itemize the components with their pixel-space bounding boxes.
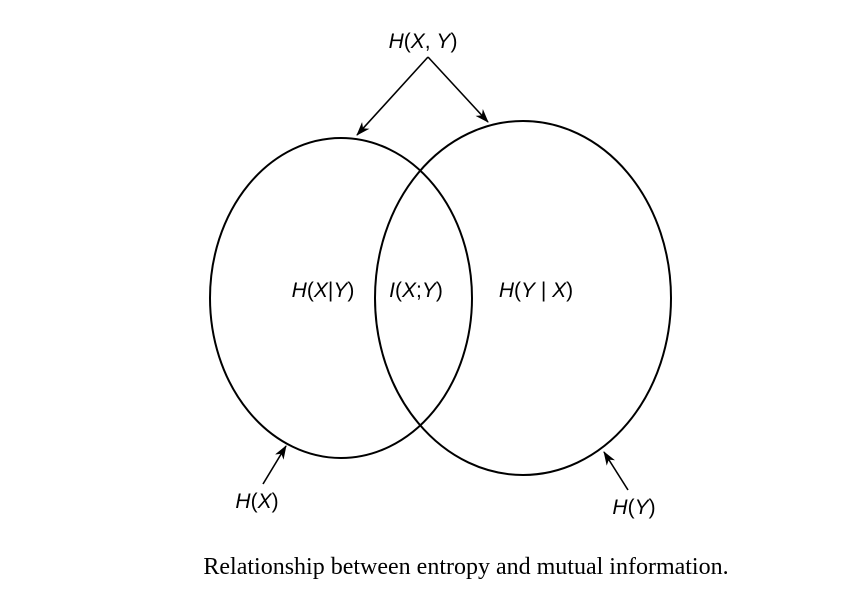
label-segment: , (425, 30, 437, 53)
label-segment: H (389, 30, 405, 53)
label-segment: H (612, 496, 628, 519)
label-segment: ) (272, 490, 279, 513)
label-segment: X (551, 279, 567, 302)
joint-arrow-right (427, 56, 489, 123)
joint-arrow-left (356, 56, 429, 136)
entropy-x-arrow (262, 445, 287, 485)
label-segment: H (235, 490, 251, 513)
label-segment: X (410, 30, 426, 53)
label-segment: Y (635, 496, 651, 519)
label-segment: Y (521, 279, 537, 302)
label-segment: H (292, 279, 308, 302)
label-segment: ( (514, 279, 521, 302)
label-segment: | (535, 279, 552, 302)
figure-caption: Relationship between entropy and mutual … (203, 554, 728, 580)
label-segment: Y (333, 279, 349, 302)
conditional-x-given-y-label: H(X|Y) (292, 279, 355, 302)
conditional-y-given-x-label: H(Y | X) (499, 279, 573, 302)
label-segment: Y (422, 279, 438, 302)
label-segment: Y (436, 30, 452, 53)
entropy-x-label: H(X) (235, 490, 278, 513)
label-segment: ) (436, 279, 443, 302)
label-segment: ; (416, 279, 422, 302)
label-segment: ( (251, 490, 258, 513)
label-segment: | (328, 279, 333, 302)
label-segment: H (499, 279, 515, 302)
entropy-y-arrow (603, 451, 629, 491)
label-segment: ) (450, 30, 457, 53)
entropy-y-label: H(Y) (612, 496, 655, 519)
circle-y (374, 120, 672, 476)
joint-entropy-label: H(X, Y) (389, 30, 458, 53)
label-segment: X (257, 490, 273, 513)
label-segment: ( (628, 496, 635, 519)
label-segment: X (401, 279, 417, 302)
mutual-information-label: I(X;Y) (389, 279, 443, 302)
label-segment: ( (395, 279, 402, 302)
label-segment: I (389, 279, 395, 302)
label-segment: X (313, 279, 329, 302)
label-segment: ( (404, 30, 411, 53)
label-segment: ) (566, 279, 573, 302)
circle-x (209, 137, 473, 459)
label-segment: ( (307, 279, 314, 302)
label-segment: ) (347, 279, 354, 302)
label-segment: ) (649, 496, 656, 519)
